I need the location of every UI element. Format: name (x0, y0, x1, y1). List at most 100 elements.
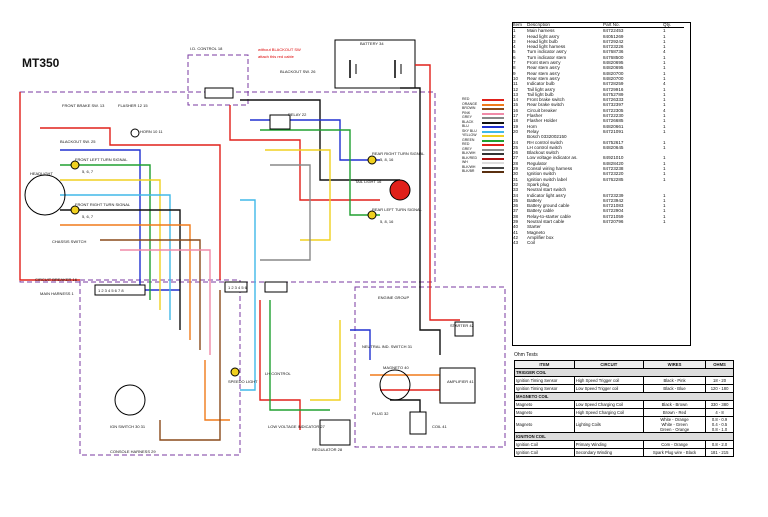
parts-cell-qty: 1 (663, 213, 666, 219)
parts-cell-item: 12 (513, 86, 519, 92)
parts-row: 32 Spark plug (512, 182, 684, 187)
main-harness-label: MAIN HARNESS 1 (40, 291, 74, 296)
legend-label: BLU (462, 124, 469, 128)
ohm-cell-wires: Black - Blue (642, 384, 707, 393)
parts-cell-item: 13 (513, 91, 519, 97)
parts-cell-description: Battery ground cable (527, 203, 570, 209)
parts-cell-description: Amplifier box (527, 234, 554, 240)
turn-nums-a: 5, 6, 7 (82, 169, 94, 174)
legend-swatch (482, 144, 504, 146)
parts-cell-item: 17 (513, 113, 519, 119)
ohm-cell-ohms: 330 - 380 (705, 400, 734, 409)
parts-cell-description: Battery cable (527, 208, 554, 214)
parts-cell-item: 1 (513, 28, 516, 34)
parts-cell-partno: 84752617 (603, 139, 624, 145)
parts-cell-qty: 1 (663, 70, 666, 76)
legend-label: BLK/WH (462, 151, 476, 155)
parts-cell-partno: 84721059 (603, 213, 624, 219)
parts-cell-partno (602, 240, 662, 245)
parts-cell-qty: 1 (663, 139, 666, 145)
legend-swatch (482, 99, 504, 101)
rear-left-turn-lamp (367, 210, 377, 220)
parts-cell-partno: 84828420 (603, 160, 624, 166)
parts-cell-item: 20 (513, 128, 519, 134)
parts-cell-description: LH control switch (527, 144, 562, 150)
parts-cell-item: 42 (513, 234, 519, 240)
parts-cell-qty: 1 (663, 128, 666, 134)
parts-cell-partno: 84051269 (603, 33, 624, 39)
parts-cell-item: 14 (513, 97, 519, 103)
parts-cell-qty: 1 (663, 86, 666, 92)
parts-cell-description: Relay (527, 128, 539, 134)
amplifier-box (439, 367, 476, 404)
legend-swatch (482, 126, 504, 128)
low-voltage-label: LOW VOLTAGE INDICATOR 27 (268, 424, 325, 429)
ohm-cell-item: Magneto (514, 400, 575, 409)
ohm-section-row: IGNITION COIL (514, 432, 734, 441)
ohm-section-name: MAGNETO COIL (514, 392, 734, 401)
legend-swatch (482, 171, 504, 173)
parts-header-description: Description (526, 22, 602, 29)
parts-cell-item: 27 (513, 155, 519, 161)
parts-cell-qty: 1 (663, 113, 666, 119)
parts-cell-partno: 84732397 (603, 102, 624, 108)
legend-label: SKY BLU (462, 128, 477, 133)
starter-symbol (454, 321, 474, 337)
parts-cell-partno: 84728259 (603, 81, 624, 87)
ohm-section-row: MAGNETO COIL (514, 392, 734, 401)
engine-group-label: ENGINE GROUP (378, 295, 410, 300)
tail-light-symbol (389, 179, 411, 201)
parts-cell-description: Flasher (527, 113, 543, 119)
parts-cell-partno: 84768736 (603, 49, 624, 55)
ohm-section-name: TRIGGER COIL (514, 368, 734, 377)
legend-label: GREEN (462, 137, 475, 142)
parts-cell-description: Blackout switch (527, 150, 559, 156)
ohm-cell-wires: Black - Pink (642, 376, 707, 385)
parts-cell-item: 35 (513, 197, 519, 203)
legend-swatch (482, 117, 504, 119)
ohm-cell-circuit: Low Speed Trigger coil (573, 384, 644, 393)
parts-cell-description: Magneto (527, 229, 545, 235)
parts-cell-qty: 1 (663, 102, 666, 108)
legend-label: GREY (462, 115, 472, 119)
parts-cell-description: Spark plug (527, 181, 549, 187)
legend-label: ORANGE (462, 101, 478, 106)
magneto-symbol (379, 369, 411, 401)
parts-cell-partno: 84820661 (603, 123, 624, 129)
parts-cell-description: Horn (527, 123, 537, 129)
parts-cell-qty: 1 (663, 203, 666, 209)
legend-swatch (482, 108, 504, 110)
ohm-cell-circuit: Low Speed Charging Coil (573, 400, 644, 409)
parts-cell-description: Head light harness (527, 44, 566, 50)
parts-cell-partno: 84729916 (603, 86, 624, 92)
speedo-label: SPEEDO LIGHT (228, 379, 258, 384)
parts-cell-qty: 1 (663, 97, 666, 103)
parts-cell-partno: 84723239 (603, 192, 624, 198)
starter-label: STARTER 42 (450, 323, 474, 328)
parts-cell-description: Starter (527, 224, 541, 230)
parts-cell-description: Turn indicator ass'y (527, 49, 567, 55)
parts-cell-qty: 1 (663, 197, 666, 203)
rear-right-turn-lamp (367, 155, 377, 165)
parts-cell-item: 9 (513, 70, 516, 76)
legend-swatch (482, 166, 504, 169)
id-control-label: I.D. CONTROL 18 (190, 46, 223, 51)
parts-cell-partno: 84820695 (603, 60, 624, 66)
parts-header-partno: Part No. (602, 22, 662, 29)
parts-cell-item: 5 (513, 49, 516, 55)
ohm-header-wires: WIRES (642, 360, 707, 369)
parts-cell-item: 11 (513, 81, 518, 87)
blackout-sw-label: BLACKOUT SW. 26 (280, 69, 316, 74)
parts-cell-item: 32 (513, 181, 519, 187)
wiring-diagram (19, 39, 506, 456)
